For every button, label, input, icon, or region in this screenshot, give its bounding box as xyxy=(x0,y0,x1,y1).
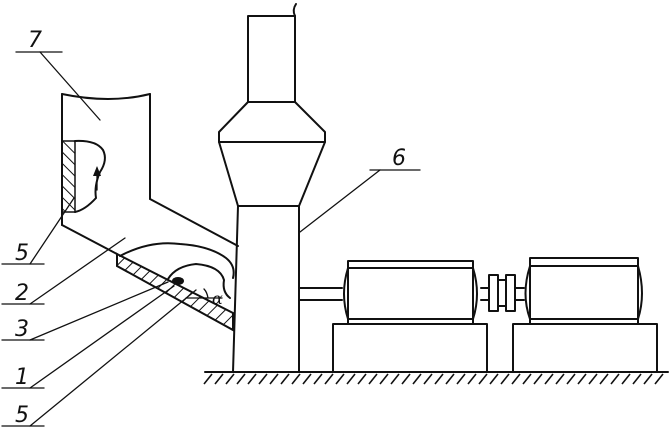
drive-shaft xyxy=(298,287,343,301)
ground-hatch-stroke xyxy=(313,373,323,385)
ground-hatching xyxy=(203,373,664,385)
ground-hatch-stroke xyxy=(247,373,257,385)
ground-hatch-stroke xyxy=(489,373,499,385)
label-6: 6 xyxy=(392,146,406,171)
ground-hatch-stroke xyxy=(478,373,488,385)
ground-hatch-stroke xyxy=(511,373,521,385)
label-1: 1 xyxy=(15,365,29,390)
ground-hatch-stroke xyxy=(566,373,576,385)
ground-hatch-stroke xyxy=(225,373,235,385)
ground-hatch-stroke xyxy=(467,373,477,385)
drum-left xyxy=(343,260,478,325)
vertical-column xyxy=(218,3,326,373)
ground-hatch-stroke xyxy=(555,373,565,385)
inclined-bottom-plate xyxy=(116,252,234,332)
ground-hatch-stroke xyxy=(610,373,620,385)
ground-hatch-stroke xyxy=(599,373,609,385)
ground-hatch-stroke xyxy=(357,373,367,385)
ground-hatch-stroke xyxy=(302,373,312,385)
ground-hatch-stroke xyxy=(203,373,213,385)
ground-hatch-stroke xyxy=(434,373,444,385)
ground-hatch-stroke xyxy=(643,373,653,385)
drum-right xyxy=(524,257,643,325)
ground-hatch-stroke xyxy=(621,373,631,385)
ground xyxy=(203,371,669,385)
ground-hatch-stroke xyxy=(324,373,334,385)
ground-hatch-stroke xyxy=(577,373,587,385)
ground-hatch-stroke xyxy=(632,373,642,385)
ground-hatch-stroke xyxy=(456,373,466,385)
ground-hatch-stroke xyxy=(533,373,543,385)
ground-hatch-stroke xyxy=(412,373,422,385)
ground-hatch-stroke xyxy=(214,373,224,385)
callouts: 7 6 5 2 3 1 5 xyxy=(1,28,421,428)
ground-hatch-stroke xyxy=(346,373,356,385)
ground-hatch-stroke xyxy=(368,373,378,385)
ground-hatch-stroke xyxy=(379,373,389,385)
wall-cutaway-5-top xyxy=(61,140,76,213)
ground-hatch-stroke xyxy=(258,373,268,385)
ground-hatch-stroke xyxy=(236,373,246,385)
ground-hatch-stroke xyxy=(500,373,510,385)
ground-hatch-stroke xyxy=(522,373,532,385)
label-5-bottom: 5 xyxy=(15,403,29,428)
nozzle-element xyxy=(172,277,184,285)
ground-hatch-stroke xyxy=(291,373,301,385)
ground-hatch-stroke xyxy=(335,373,345,385)
ground-hatch-stroke xyxy=(445,373,455,385)
ground-hatch-stroke xyxy=(654,373,664,385)
label-2: 2 xyxy=(15,281,29,306)
label-5-top: 5 xyxy=(15,241,29,266)
ground-hatch-stroke xyxy=(423,373,433,385)
ground-hatch-stroke xyxy=(544,373,554,385)
label-3: 3 xyxy=(15,317,29,342)
ground-hatch-stroke xyxy=(390,373,400,385)
ground-hatch-stroke xyxy=(588,373,598,385)
ground-hatch-stroke xyxy=(269,373,279,385)
ground-hatch-stroke xyxy=(401,373,411,385)
coupling xyxy=(480,274,525,312)
ground-hatch-stroke xyxy=(280,373,290,385)
hopper-chute: α xyxy=(61,93,239,332)
bases xyxy=(332,323,658,373)
label-7: 7 xyxy=(28,28,42,53)
angle-alpha-label: α xyxy=(212,289,223,308)
